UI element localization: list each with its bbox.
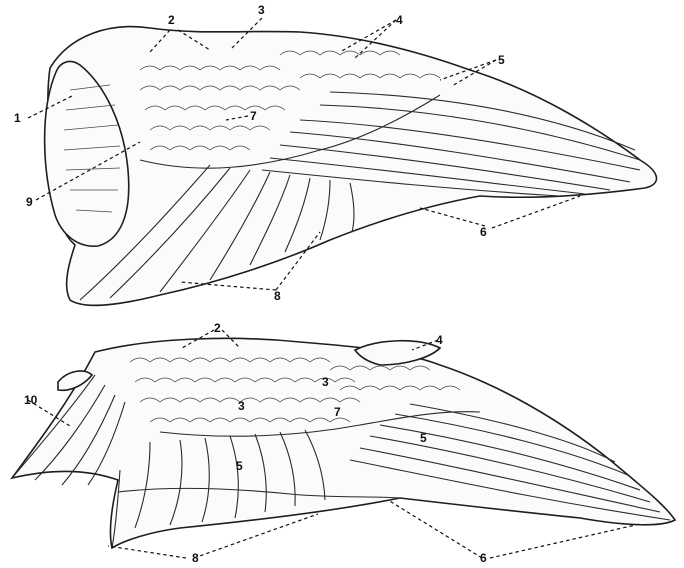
lower-label-3a: 3: [322, 375, 329, 389]
upper-wing-outline: [48, 27, 657, 306]
upper-label-9: 9: [26, 195, 33, 209]
upper-label-6: 6: [480, 225, 487, 239]
upper-label-7: 7: [250, 109, 257, 123]
lower-label-5b: 5: [420, 431, 427, 445]
lower-label-6: 6: [480, 551, 487, 565]
lower-wing-outline: [12, 338, 675, 548]
lower-label-10: 10: [24, 393, 38, 407]
lower-label-7: 7: [334, 405, 341, 419]
upper-label-5: 5: [498, 53, 505, 67]
upper-label-3: 3: [258, 3, 265, 17]
lower-label-4: 4: [436, 333, 443, 347]
upper-label-4: 4: [396, 13, 403, 27]
upper-label-1: 1: [14, 111, 21, 125]
upper-wing-illustration: [45, 27, 657, 306]
lower-label-8: 8: [192, 551, 199, 565]
upper-label-8: 8: [274, 289, 281, 303]
lower-wing-illustration: [12, 338, 675, 548]
lower-label-3b: 3: [238, 399, 245, 413]
upper-label-2: 2: [168, 13, 175, 27]
lower-label-5a: 5: [236, 459, 243, 473]
lower-label-2: 2: [214, 321, 221, 335]
